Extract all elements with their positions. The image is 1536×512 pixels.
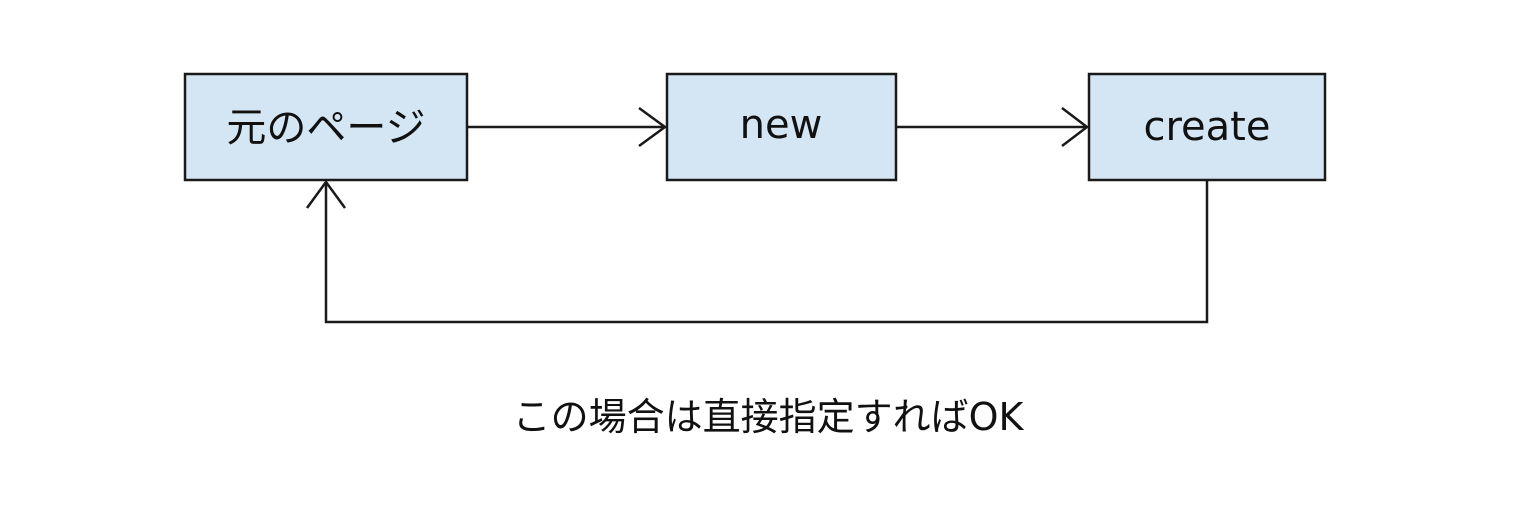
arrow-new-to-create-head (1061, 107, 1090, 147)
node-create: create (1087, 72, 1327, 182)
node-new-label: new (740, 102, 823, 148)
node-original-page-label: 元のページ (226, 105, 425, 151)
arrow-original-to-new (467, 106, 668, 148)
node-original-page: 元のページ (183, 72, 469, 182)
node-new: new (665, 72, 898, 182)
node-create-label: create (1144, 104, 1271, 150)
arrow-create-to-original-line (324, 180, 1209, 324)
node-original-page-box (183, 72, 469, 182)
arrow-original-to-new-head (638, 106, 668, 148)
arrow-new-to-create (896, 107, 1090, 147)
arrow-create-to-original-head (305, 179, 347, 209)
diagram-caption: この場合は直接指定すればOK (512, 395, 1024, 439)
node-create-box (1087, 72, 1327, 182)
node-new-box (665, 72, 898, 182)
arrow-create-to-original (305, 179, 1209, 324)
